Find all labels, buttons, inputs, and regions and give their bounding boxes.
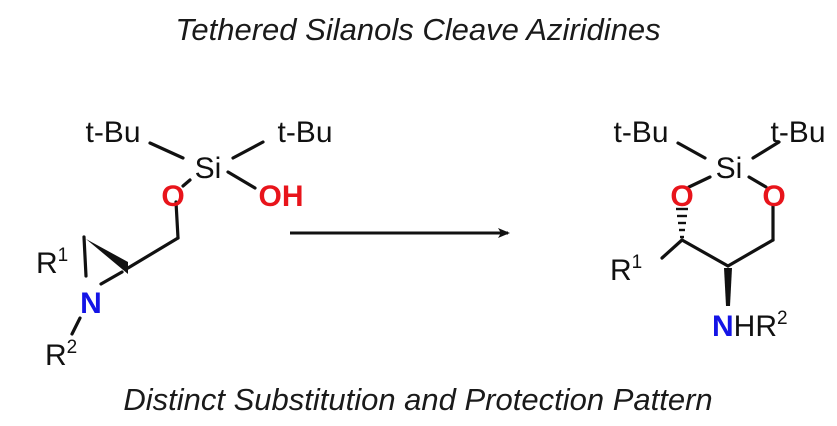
wedge-bond-ring-top — [86, 239, 128, 274]
bond-si-tbu-right — [751, 140, 781, 160]
r1-substituent-label: R1 — [36, 245, 68, 280]
aziridine-nitrogen-label: N — [80, 287, 102, 320]
bond-o-ch2 — [174, 200, 180, 240]
bond-tbu-si-left — [148, 141, 185, 160]
r1-substituent-label: R1 — [610, 252, 642, 287]
bond-ch2-ring — [126, 236, 180, 270]
hydroxyl-label: OH — [259, 180, 304, 213]
ring-oxygen-right-label: O — [762, 180, 785, 213]
bond-si-o-right — [747, 175, 768, 189]
amine-label: NHR2 — [712, 308, 788, 343]
tbu-left-label: t-Bu — [85, 116, 140, 149]
bond-c-r1 — [660, 238, 684, 260]
tbu-right-label: t-Bu — [770, 116, 825, 149]
scheme-subtitle: Distinct Substitution and Protection Pat… — [123, 382, 712, 417]
bond-n-r2 — [70, 316, 82, 336]
bond-si-o-left — [687, 175, 712, 189]
product-structure: t-Bu t-Bu Si O O R1 NHR2 — [610, 116, 826, 343]
r2-substituent-label: R2 — [45, 337, 77, 372]
amine-nitrogen-label: N — [712, 310, 734, 343]
silicon-label: Si — [195, 152, 222, 185]
tbu-left-label: t-Bu — [613, 116, 668, 149]
reactant-structure: t-Bu t-Bu Si OH O N R1 R2 — [36, 116, 333, 372]
bond-si-o — [181, 178, 192, 188]
bond-tbu-si-left — [676, 141, 707, 160]
silicon-label: Si — [716, 152, 743, 185]
scheme-title: Tethered Silanols Cleave Aziridines — [175, 12, 660, 47]
bond-ring-c-n — [82, 235, 88, 278]
ether-oxygen-label: O — [161, 180, 184, 213]
hash-bond-c-o — [676, 207, 688, 239]
bond-si-oh — [226, 170, 257, 190]
bond-si-tbu-right — [231, 140, 265, 160]
bond-ring-c-n-right — [99, 270, 124, 286]
bond-cn-cr1 — [680, 238, 730, 268]
wedge-bond-c-n — [724, 268, 732, 306]
ring-oxygen-left-label: O — [670, 180, 693, 213]
bond-ch2-cn — [726, 238, 775, 268]
tbu-right-label: t-Bu — [277, 116, 332, 149]
